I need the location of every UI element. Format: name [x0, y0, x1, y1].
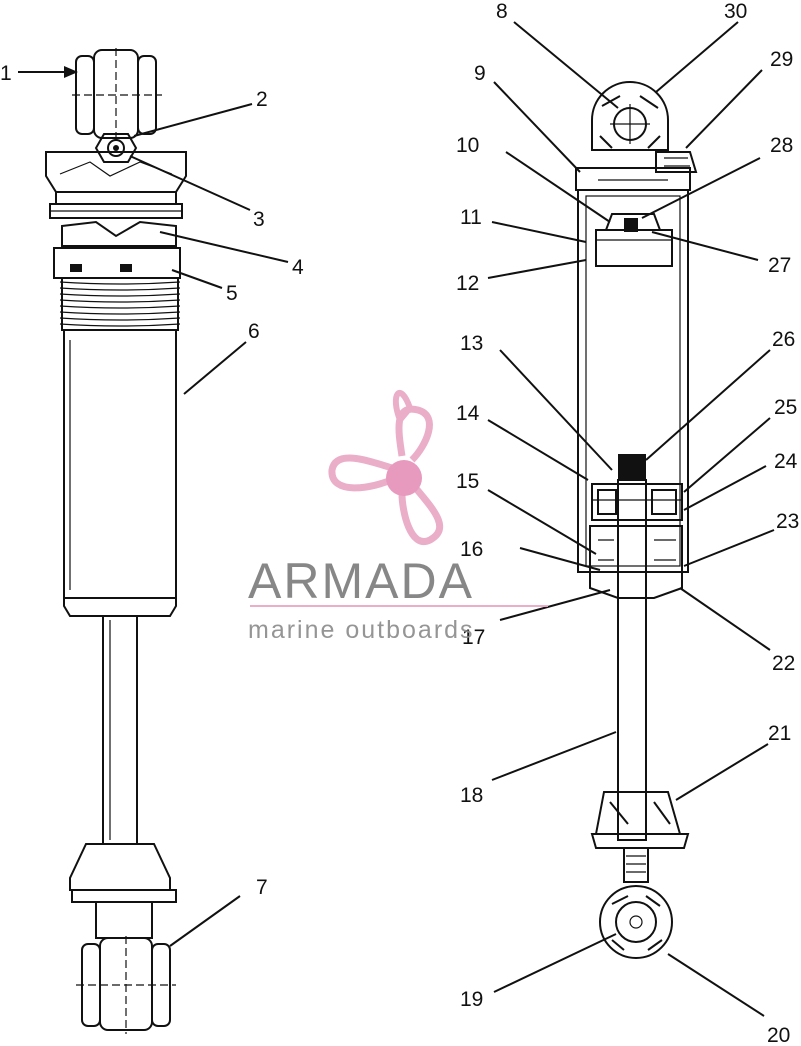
cutaway-bumper: [590, 791, 690, 883]
thread-line: [59, 323, 181, 327]
callout-11: 11: [460, 206, 482, 229]
callout-2: 2: [256, 88, 268, 111]
callout-9: 9: [474, 62, 486, 85]
threaded-section: [59, 277, 181, 331]
callout-8: 8: [496, 0, 508, 23]
cutaway-cap: [575, 167, 691, 191]
callout-10: 10: [456, 134, 479, 157]
cutaway-top-eye: [591, 81, 698, 173]
callout-5: 5: [226, 282, 238, 305]
cutaway-rod: [617, 479, 647, 841]
lower-eye: [76, 936, 176, 1034]
floating-piston: [595, 213, 673, 267]
callout-12: 12: [456, 272, 479, 295]
thread-line: [59, 281, 181, 285]
callout-15: 15: [456, 470, 479, 493]
cutaway-view: [575, 81, 698, 959]
piston-rod-external: [102, 615, 138, 845]
callout-18: 18: [460, 784, 483, 807]
callout-14: 14: [456, 402, 480, 425]
rod-guide: [589, 525, 683, 599]
callout-7: 7: [256, 876, 268, 899]
callout-20: 20: [767, 1024, 790, 1046]
leader-lines: [18, 21, 775, 1017]
cylinder-body: [63, 329, 177, 617]
thread-line: [59, 317, 181, 321]
grease-fitting: [94, 133, 138, 163]
watermark-subtitle: marine outboards: [248, 616, 475, 644]
lower-bumper: [69, 843, 177, 939]
thread-line: [59, 305, 181, 309]
callout-1: 1: [0, 62, 12, 85]
callout-3: 3: [253, 208, 265, 231]
callout-13: 13: [460, 332, 483, 355]
callout-26: 26: [772, 328, 795, 351]
callout-4: 4: [292, 256, 304, 279]
propeller-logo-icon: [328, 390, 444, 545]
thread-line: [59, 299, 181, 303]
callout-24: 24: [774, 450, 798, 473]
thread-outline: [61, 277, 179, 331]
callout-23: 23: [776, 510, 799, 533]
upper-cap: [45, 151, 187, 205]
callout-29: 29: [770, 48, 793, 71]
callout-28: 28: [770, 134, 793, 157]
spring-seat: [49, 203, 183, 247]
callout-16: 16: [460, 538, 483, 561]
main-piston: [591, 454, 683, 521]
thread-line: [59, 293, 181, 297]
external-view: [45, 48, 187, 1034]
watermark: ARMADA marine outboards: [248, 390, 548, 644]
callout-17: 17: [462, 626, 485, 649]
callout-21: 21: [768, 722, 791, 745]
callout-30: 30: [724, 0, 747, 23]
watermark-title: ARMADA: [248, 553, 474, 609]
thread-line: [59, 311, 181, 315]
callout-25: 25: [774, 396, 797, 419]
thread-line: [59, 287, 181, 291]
callout-6: 6: [248, 320, 260, 343]
callout-22: 22: [772, 652, 795, 675]
outer-tube: [577, 189, 689, 573]
top-eye: [72, 48, 162, 140]
collar: [53, 247, 181, 279]
callout-19: 19: [460, 988, 483, 1011]
callout-27: 27: [768, 254, 791, 277]
cutaway-lower-eye: [599, 885, 673, 959]
